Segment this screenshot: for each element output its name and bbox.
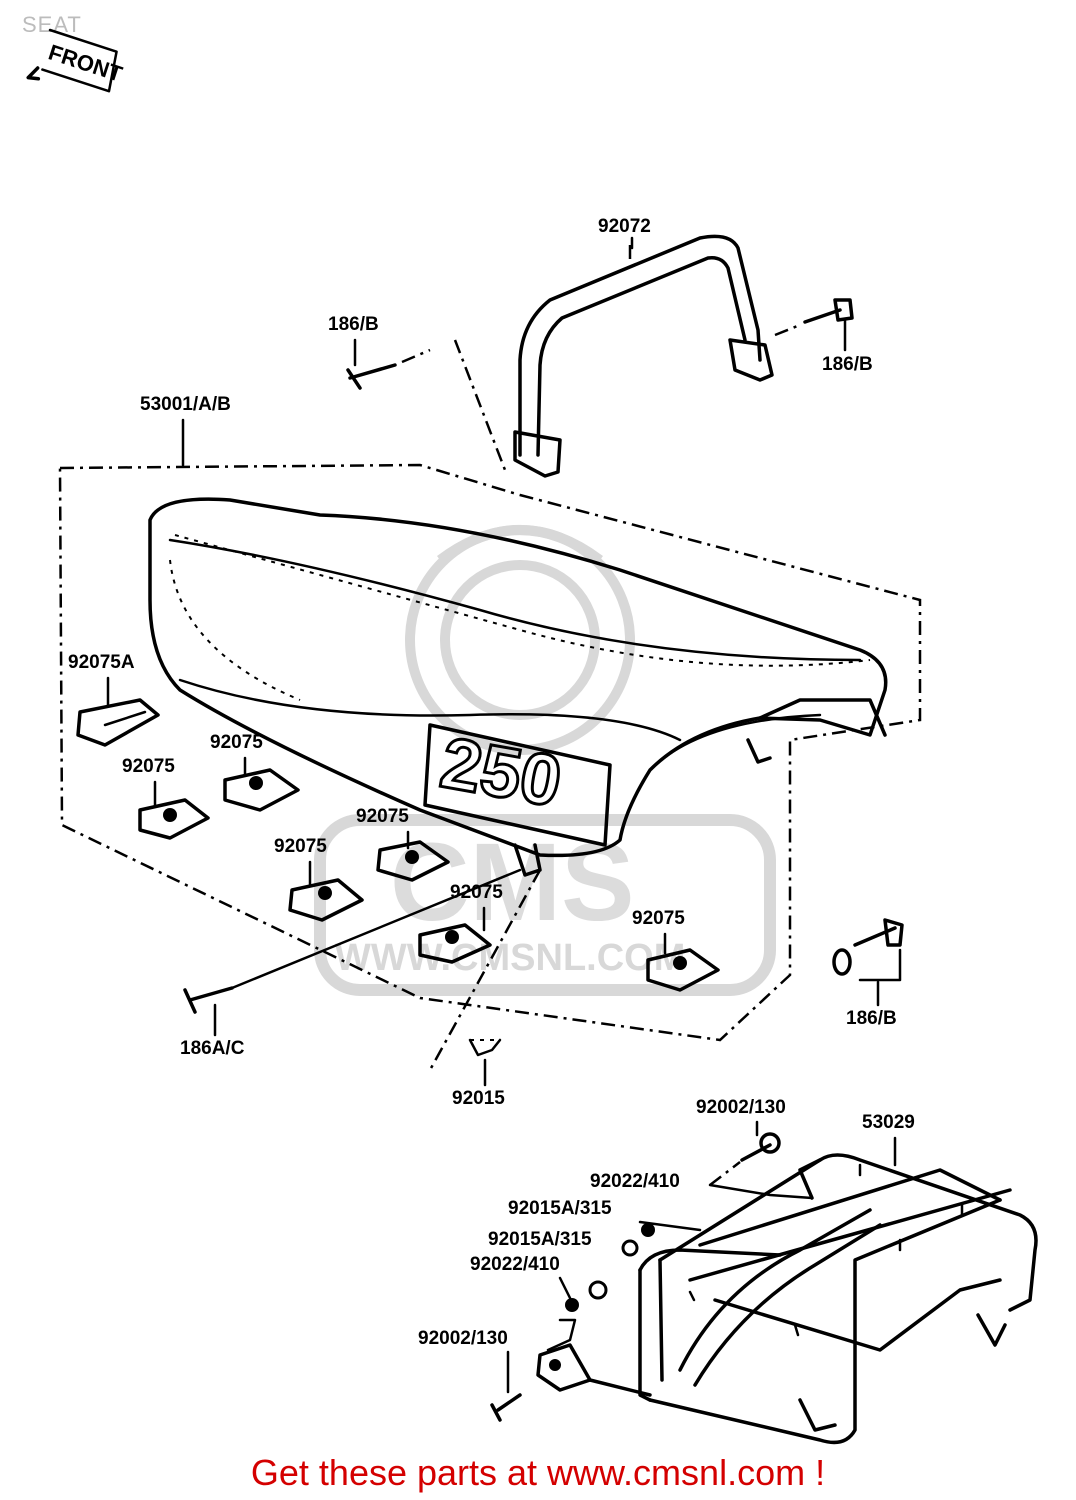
label-rack: 53029 — [862, 1112, 915, 1167]
bolt-front-drawing — [183, 868, 522, 1014]
seat-badge-label: 250 — [435, 723, 567, 823]
rack-bolt-top-drawing — [709, 1132, 781, 1186]
label-clip: 92015 — [452, 1058, 505, 1109]
label-rack-bolt-bottom-text: 92002/130 — [418, 1328, 508, 1349]
label-grab-bar-text: 92072 — [598, 216, 651, 237]
label-rack-bolt-top-text: 92002/130 — [696, 1097, 786, 1118]
label-damper-4-text: 92075 — [274, 836, 327, 857]
clip-drawing — [468, 1038, 502, 1057]
bolt-rear-drawing — [832, 918, 904, 982]
label-damper-5-text: 92075 — [450, 882, 503, 903]
label-damper-6-text: 92075 — [632, 908, 685, 929]
label-damper-2: 92075 — [210, 732, 263, 777]
label-bolt-top-right: 186/B — [822, 318, 873, 375]
label-damper-3: 92075 — [356, 806, 409, 850]
seat-drawing: 250 — [148, 497, 888, 877]
rack-drawing — [536, 1153, 1038, 1445]
front-marker-label: FRONT — [46, 39, 126, 86]
label-bolt-front: 186A/C — [180, 1003, 245, 1059]
seat-boundary — [58, 463, 922, 1042]
label-damper-3-text: 92075 — [356, 806, 409, 827]
label-bolt-rear: 186/B — [846, 980, 897, 1029]
label-damper-1: 92075 — [122, 756, 175, 808]
damper-5-drawing — [418, 923, 492, 964]
damper-6-drawing — [646, 948, 720, 992]
label-bolt-top-right-text: 186/B — [822, 354, 873, 375]
label-bolt-top-left: 186/B — [328, 314, 379, 367]
label-rack-text: 53029 — [862, 1112, 915, 1133]
footer-link[interactable]: Get these parts at www.cmsnl.com ! — [250, 1452, 826, 1493]
bolt-top-right-drawing — [774, 298, 854, 337]
label-seat: 53001/A/B — [140, 394, 231, 467]
label-damper-5: 92075 — [450, 882, 503, 932]
label-damper-4: 92075 — [274, 836, 327, 887]
label-rack-washer-bottom: 92022/410 — [470, 1254, 572, 1300]
bolt-top-left-drawing — [346, 348, 431, 390]
label-rack-washer-bottom-text: 92022/410 — [470, 1254, 560, 1275]
page-title: SEAT — [22, 12, 82, 37]
label-damper-1-text: 92075 — [122, 756, 175, 777]
label-rack-washer-top-text: 92022/410 — [590, 1171, 680, 1192]
label-rack-bolt-bottom: 92002/130 — [418, 1328, 510, 1394]
label-rack-nut-a: 92015A/315 — [508, 1198, 702, 1232]
label-damper-2-text: 92075 — [210, 732, 263, 753]
label-rack-bolt-top: 92002/130 — [696, 1097, 786, 1137]
label-damper-6: 92075 — [632, 908, 685, 955]
label-damper-a: 92075A — [68, 652, 135, 707]
damper-3-drawing — [376, 840, 450, 882]
label-bolt-top-left-text: 186/B — [328, 314, 379, 335]
rack-nut-drawing — [490, 1223, 655, 1422]
label-bolt-rear-text: 186/B — [846, 1008, 897, 1029]
label-clip-text: 92015 — [452, 1088, 505, 1109]
damper-1-drawing — [138, 798, 210, 840]
label-rack-nut-b-text: 92015A/315 — [488, 1229, 592, 1250]
label-bolt-front-text: 186A/C — [180, 1038, 245, 1059]
damper-a-drawing — [76, 698, 160, 747]
label-seat-text: 53001/A/B — [140, 394, 231, 415]
label-rack-nut-a-text: 92015A/315 — [508, 1198, 612, 1219]
guide-line-grabbar — [453, 339, 507, 471]
damper-2-drawing — [223, 768, 300, 812]
watermark-url: WWW.CMSNL.COM — [335, 937, 685, 979]
label-rack-washer-top: 92022/410 — [590, 1171, 814, 1200]
label-damper-a-text: 92075A — [68, 652, 135, 673]
guide-line-clip — [428, 869, 542, 1071]
label-grab-bar: 92072 — [598, 216, 651, 250]
label-rack-nut-b: 92015A/315 — [488, 1229, 592, 1250]
grab-bar-drawing — [513, 234, 774, 478]
front-marker: FRONT — [26, 28, 126, 93]
watermark-text: CMS — [390, 821, 634, 944]
damper-4-drawing — [288, 878, 364, 922]
